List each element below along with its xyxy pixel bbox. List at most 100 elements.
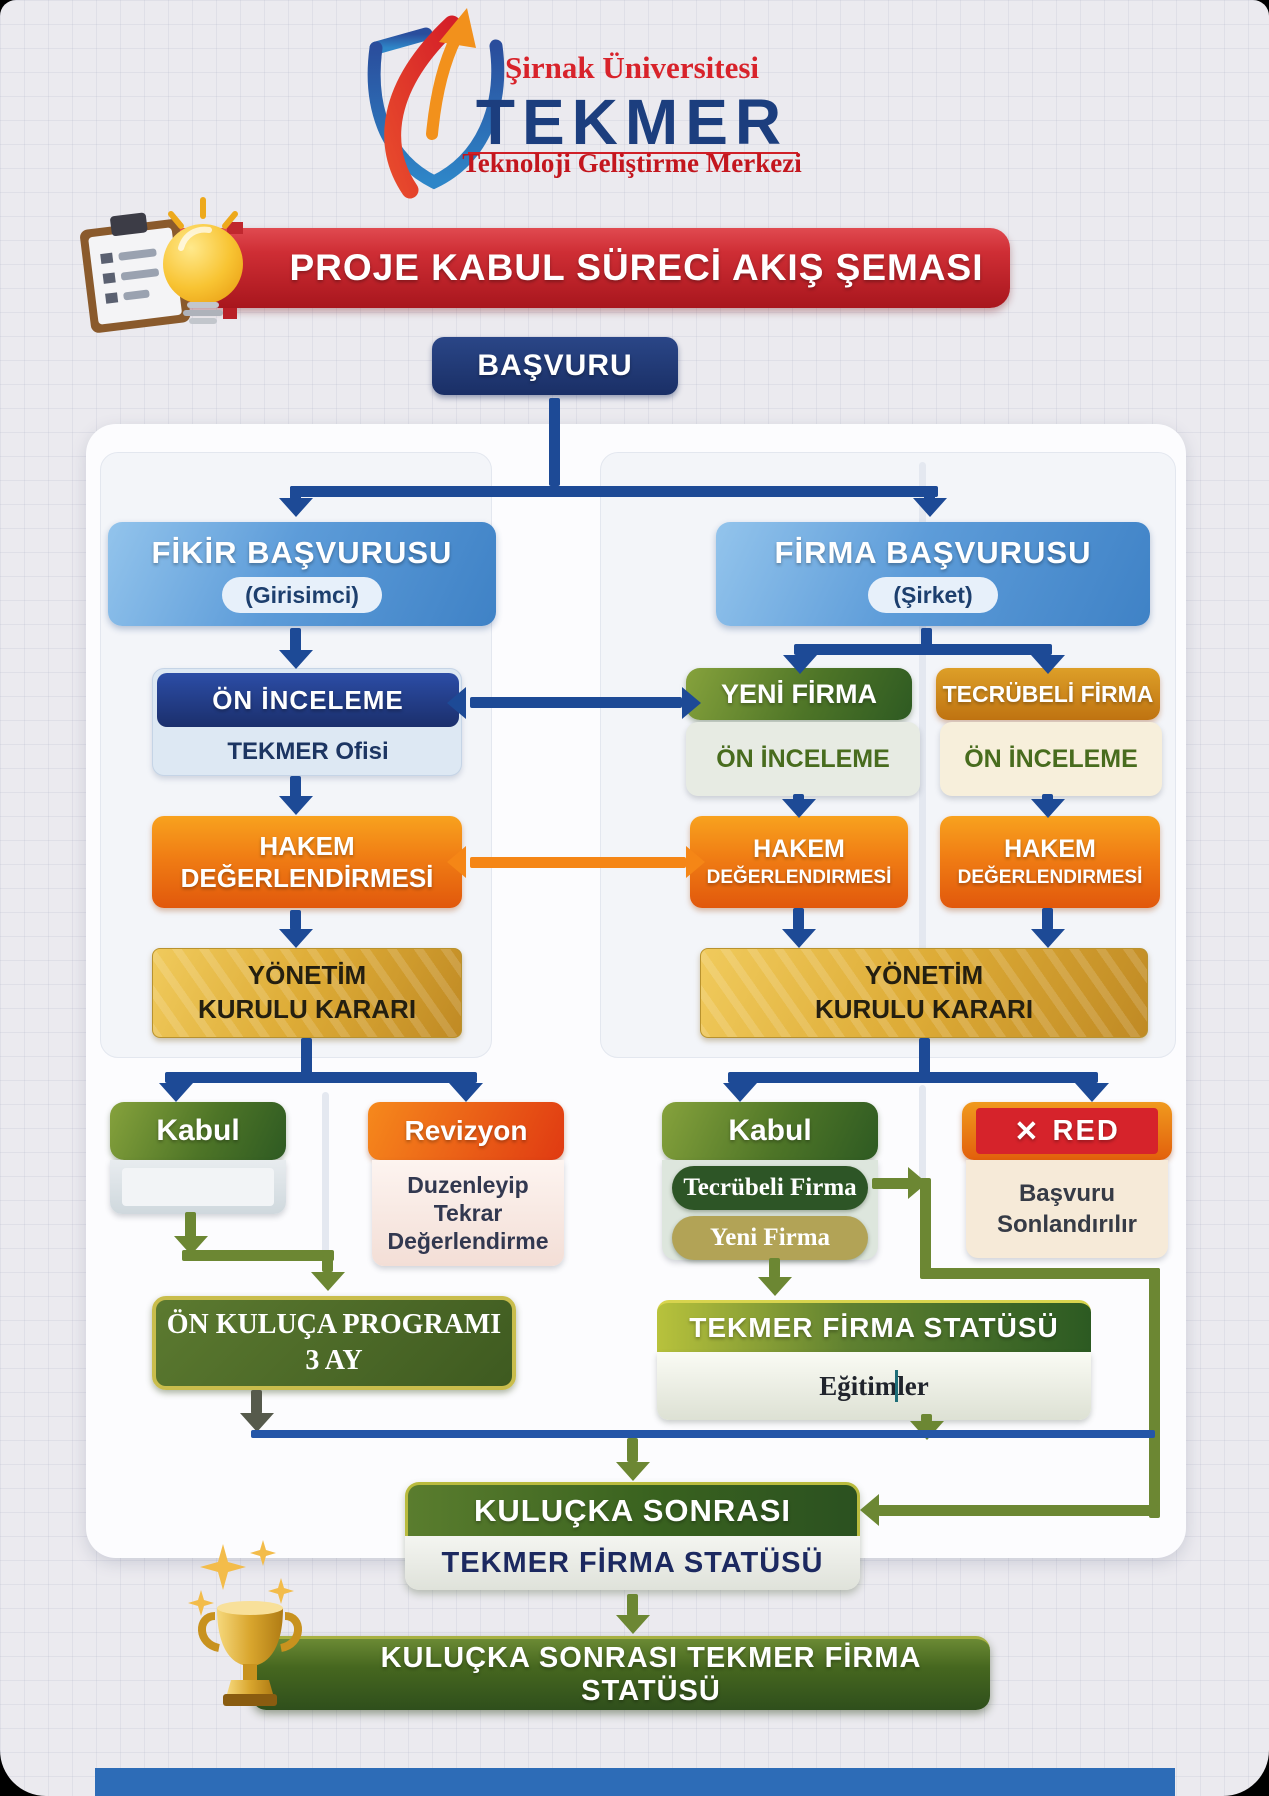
firm-status-subcard: Eğitimler	[657, 1352, 1091, 1420]
final-status-label: KULUÇKA SONRASI TEKMER FİRMA STATÜSÜ	[380, 1641, 922, 1707]
university-name: Şirnak Üniversitesi	[504, 50, 760, 85]
arrow-down-icon	[783, 655, 817, 674]
connector-line	[920, 1178, 931, 1278]
arrow-down-icon	[616, 1615, 650, 1634]
column-divider	[919, 462, 926, 1052]
arrow-down-icon	[758, 1277, 792, 1296]
referee-label-line2: DEĞERLENDİRMESİ	[180, 863, 434, 893]
arrow-down-icon	[782, 929, 816, 948]
connector-line	[793, 794, 804, 802]
firm-status-label: TEKMER FİRMA STATÜSÜ	[689, 1311, 1059, 1343]
text-cursor	[895, 1370, 898, 1402]
revision-note-line2: Tekrar	[433, 1199, 503, 1226]
connector-line	[290, 910, 301, 930]
start-label: BAŞVURU	[477, 349, 633, 382]
new-firm-review: ÖN İNCELEME	[686, 722, 920, 796]
new-firm-referee-node: HAKEM DEĞERLENDIRMESİ	[690, 816, 908, 908]
arrow-down-icon	[311, 1272, 345, 1291]
board-label-line1: YÖNETİM	[247, 960, 367, 991]
pre-incubation-node: ÖN KULUÇA PROGRAMI 3 AY	[152, 1296, 516, 1390]
connector-line	[921, 628, 932, 648]
tekmer-shield-logo-icon	[340, 6, 530, 201]
board-label-line2: KURULU KARARI	[197, 994, 417, 1024]
idea-accept-subcard	[110, 1160, 286, 1214]
idea-board-node: YÖNETİM KURULU KARARI	[152, 948, 462, 1038]
experienced-firm-review-label: ÖN İNCELEME	[964, 744, 1138, 773]
start-node: BAŞVURU	[432, 337, 678, 395]
arrow-down-icon	[279, 929, 313, 948]
arrow-down-icon	[913, 498, 947, 517]
firm-header-tag: (Şirket)	[868, 577, 998, 613]
board-label-line1: YÖNETİM	[864, 960, 984, 991]
idea-revision-label: Revizyon	[404, 1115, 528, 1146]
connector-line	[924, 486, 935, 500]
decision-divider-left	[322, 1092, 329, 1268]
connector-line	[627, 1594, 638, 1616]
connector-line	[920, 1268, 1160, 1279]
arrow-down-icon	[449, 1083, 483, 1102]
arrow-down-icon	[240, 1413, 274, 1432]
connector-line	[793, 908, 804, 930]
revision-note-line1: Duzenleyip	[407, 1171, 529, 1198]
trophy-icon	[185, 1538, 315, 1718]
connector-line	[182, 1250, 334, 1261]
idea-revision-node: Revizyon	[368, 1102, 564, 1160]
board-label-line2: KURULU KARARI	[814, 994, 1034, 1024]
idea-branch-header: FİKİR BAŞVURUSU (Girisimci)	[108, 522, 496, 626]
arrow-down-icon	[1031, 655, 1065, 674]
idea-revision-note: Duzenleyip Tekrar Değerlendirme	[372, 1160, 564, 1266]
new-firm-review-label: ÖN İNCELEME	[716, 744, 890, 773]
firm-accept-label: Kabul	[728, 1114, 812, 1147]
connector-line	[290, 628, 301, 652]
idea-review-office: TEKMER Ofisi	[227, 738, 389, 765]
accept-experienced-label: Tecrübeli Firma	[683, 1174, 857, 1201]
post-incubation-sub: TEKMER FİRMA STATÜSÜ	[405, 1536, 860, 1590]
experienced-firm-node: TECRÜBELİ FİRMA	[936, 668, 1160, 720]
connector-line	[919, 1038, 930, 1078]
reject-note: Başvuru Sonlandırılır	[966, 1160, 1168, 1258]
referee-label-line1: HAKEM	[753, 835, 845, 864]
firm-branch-header: FİRMA BAŞVURUSU (Şirket)	[716, 522, 1150, 626]
connector-line	[185, 1212, 196, 1238]
arrow-left-icon	[860, 1494, 879, 1526]
arrow-down-icon	[723, 1083, 757, 1102]
post-incubation-label: KULUÇKA SONRASI	[474, 1492, 791, 1528]
page-title: PROJE KABUL SÜRECİ AKIŞ ŞEMASI	[289, 247, 984, 288]
new-firm-label: YENİ FİRMA	[720, 678, 877, 709]
accept-new-pill: Yeni Firma	[672, 1216, 868, 1260]
connector-line	[470, 697, 682, 708]
title-banner: PROJE KABUL SÜRECİ AKIŞ ŞEMASI	[168, 228, 1010, 308]
referee-label-line1: HAKEM	[1004, 835, 1096, 864]
idea-accept-label: Kabul	[156, 1114, 240, 1147]
arrow-left-icon	[447, 846, 466, 878]
firm-status-node: TEKMER FİRMA STATÜSÜ	[657, 1300, 1091, 1352]
connector-line	[251, 1430, 1155, 1438]
pre-incubation-line2: 3 AY	[305, 1345, 363, 1376]
connector-line	[769, 1258, 780, 1278]
accept-experienced-pill: Tecrübeli Firma	[672, 1166, 868, 1210]
reject-note-line2: Sonlandırılır	[996, 1211, 1137, 1238]
arrow-down-icon	[1031, 799, 1065, 818]
referee-label-line2: DEĞERLENDIRMESİ	[957, 866, 1143, 888]
connector-line	[878, 1505, 1158, 1516]
idea-header-label: FİKİR BAŞVURUSU	[151, 535, 453, 570]
firm-reject-node: ✕ RED	[962, 1102, 1172, 1160]
firm-accept-node: Kabul	[662, 1102, 878, 1160]
connector-line	[290, 486, 301, 500]
connector-line	[1042, 794, 1053, 802]
accept-new-label: Yeni Firma	[709, 1224, 831, 1251]
lightbulb-clipboard-icon	[75, 190, 245, 336]
arrow-right-icon	[682, 687, 701, 719]
referee-label-line1: HAKEM	[259, 830, 355, 861]
arrow-right-icon	[686, 846, 705, 878]
post-incubation-sub-label: TEKMER FİRMA STATÜSÜ	[441, 1546, 824, 1579]
firm-header-label: FİRMA BAŞVURUSU	[774, 535, 1092, 570]
idea-review-label: ÖN İNCELEME	[212, 684, 404, 715]
pre-incubation-line1: ÖN KULUÇA PROGRAMI	[166, 1308, 502, 1340]
logo-divider-line	[468, 152, 798, 154]
arrow-down-icon	[279, 498, 313, 517]
idea-accept-empty-field	[122, 1168, 274, 1206]
arrow-down-icon	[782, 799, 816, 818]
reject-label: RED	[1052, 1114, 1120, 1147]
connector-line	[627, 1438, 638, 1462]
